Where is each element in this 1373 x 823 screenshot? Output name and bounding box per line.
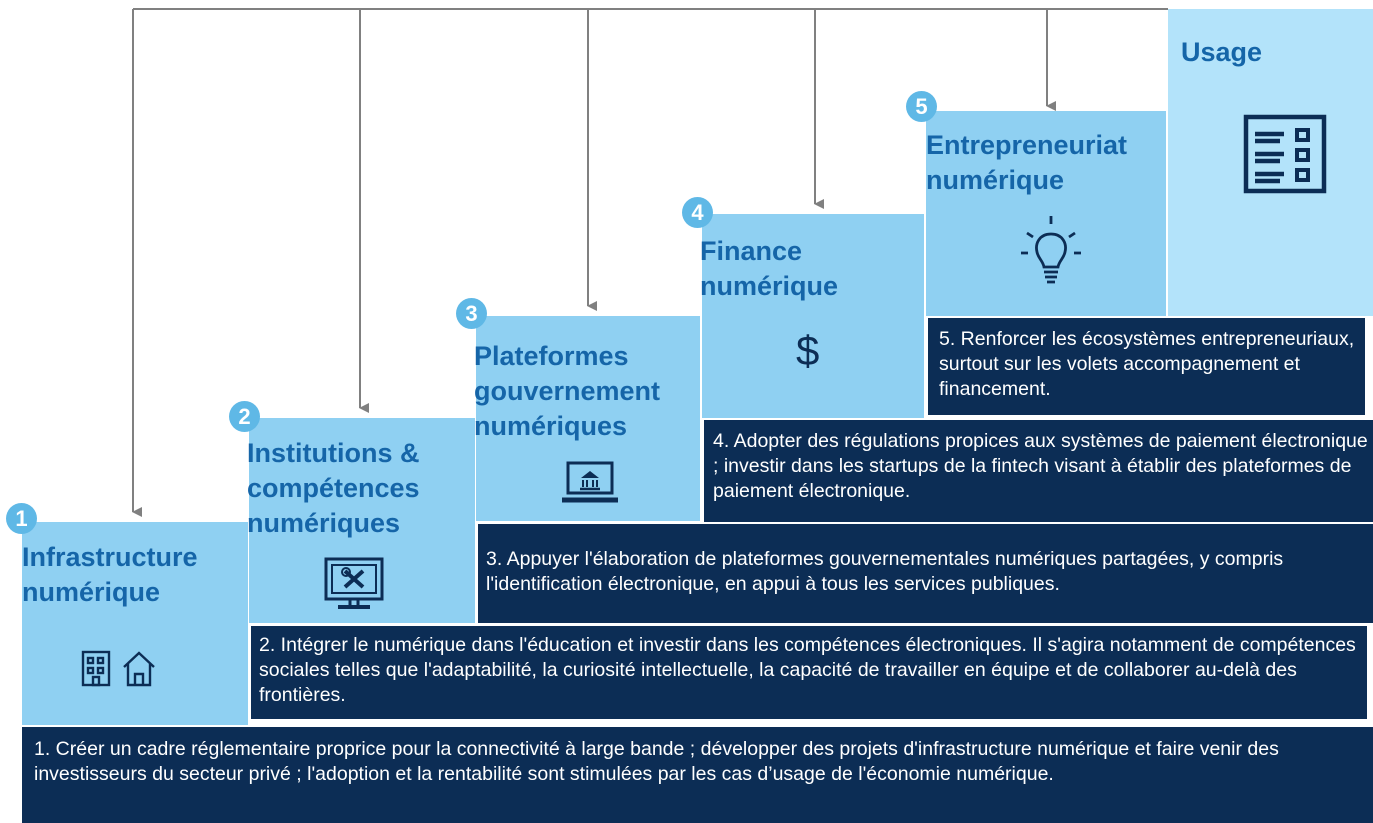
form-list-icon (1243, 114, 1327, 194)
step-2-block (249, 418, 475, 623)
step-1-title-line-2: numérique (22, 577, 161, 607)
step-2-title: Institutions & compétences numériques (247, 436, 420, 541)
step-1-description: 1. Créer un cadre réglementaire proprice… (22, 727, 1373, 823)
step-5-block (926, 111, 1166, 316)
step-3-title: Plateformes gouvernement numériques (474, 339, 660, 444)
step-5-number: 5 (906, 91, 937, 122)
step-5-description: 5. Renforcer les écosystèmes entrepreneu… (928, 318, 1365, 415)
step-1-block (22, 522, 248, 725)
laptop-government-icon (562, 461, 618, 503)
step-2-description: 2. Intégrer le numérique dans l'éducatio… (251, 626, 1367, 719)
usage-title: Usage (1181, 37, 1263, 67)
step-4-title-line-2: numérique (700, 271, 839, 301)
dollar-icon: $ (796, 327, 820, 374)
step-5-title-line-1: Entrepreneuriat (926, 130, 1128, 160)
step-2-title-line-3: numériques (247, 508, 401, 538)
step-4-block (702, 214, 924, 418)
step-3-number: 3 (456, 298, 487, 329)
step-2-number: 2 (229, 401, 260, 432)
step-2-title-line-1: Institutions & (247, 438, 420, 468)
step-4-number: 4 (682, 197, 713, 228)
building-house-icon (81, 650, 155, 687)
step-1-title-line-1: Infrastructure (22, 542, 198, 572)
step-1-number: 1 (6, 503, 37, 534)
step-1-title: Infrastructure numérique (22, 540, 198, 610)
step-3-description: 3. Appuyer l'élaboration de plateformes … (478, 524, 1373, 623)
monitor-tools-icon (324, 557, 384, 609)
step-5-title-line-2: numérique (926, 165, 1065, 195)
step-4-title: Finance numérique (700, 234, 838, 304)
step-4-description: 4. Adopter des régulations propices aux … (704, 420, 1373, 522)
step-4-title-line-1: Finance (700, 236, 803, 266)
step-3-title-line-2: gouvernement (474, 376, 661, 406)
step-5-title: Entrepreneuriat numérique (926, 128, 1127, 198)
step-3-title-line-1: Plateformes (474, 341, 629, 371)
lightbulb-icon (1021, 216, 1081, 284)
step-2-title-line-2: compétences (247, 473, 420, 503)
step-3-title-line-3: numériques (474, 411, 628, 441)
